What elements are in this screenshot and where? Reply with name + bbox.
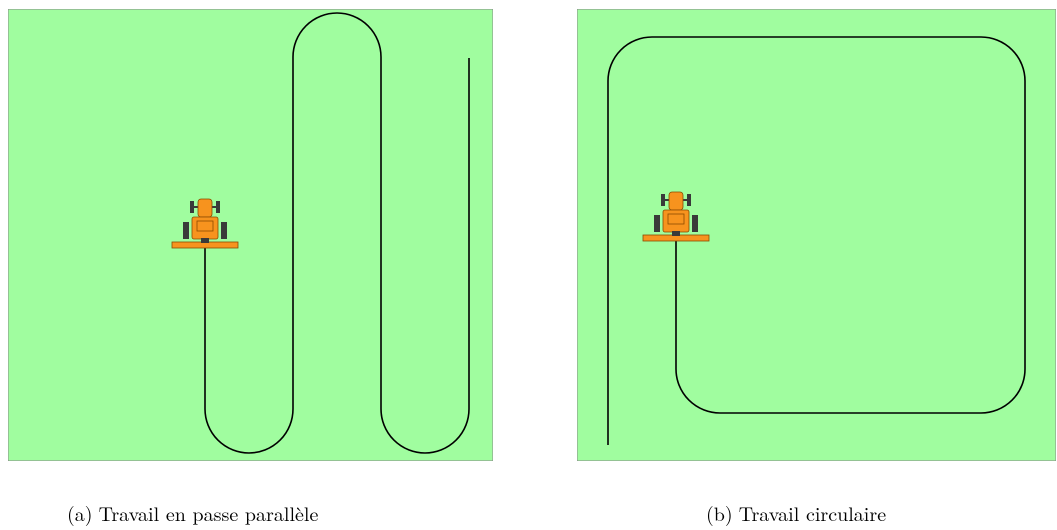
circular-field [577,9,1056,461]
caption-text: Travail circulaire [738,498,887,527]
caption-circular: (b)Travail circulaire [706,498,886,527]
circular-path [607,36,1026,445]
caption-parallel: (a)Travail en passe parallèle [67,498,318,527]
tractor-icon [171,198,239,249]
circular-diagram [577,9,1056,461]
parallel-pass-path [204,12,470,454]
tractor-icon [642,191,710,242]
caption-text: Travail en passe parallèle [98,498,319,527]
caption-label: (a) [67,498,93,527]
parallel-pass-diagram [8,9,493,461]
field-background [8,9,493,461]
caption-label: (b) [706,498,733,527]
parallel-pass-field [8,9,493,461]
